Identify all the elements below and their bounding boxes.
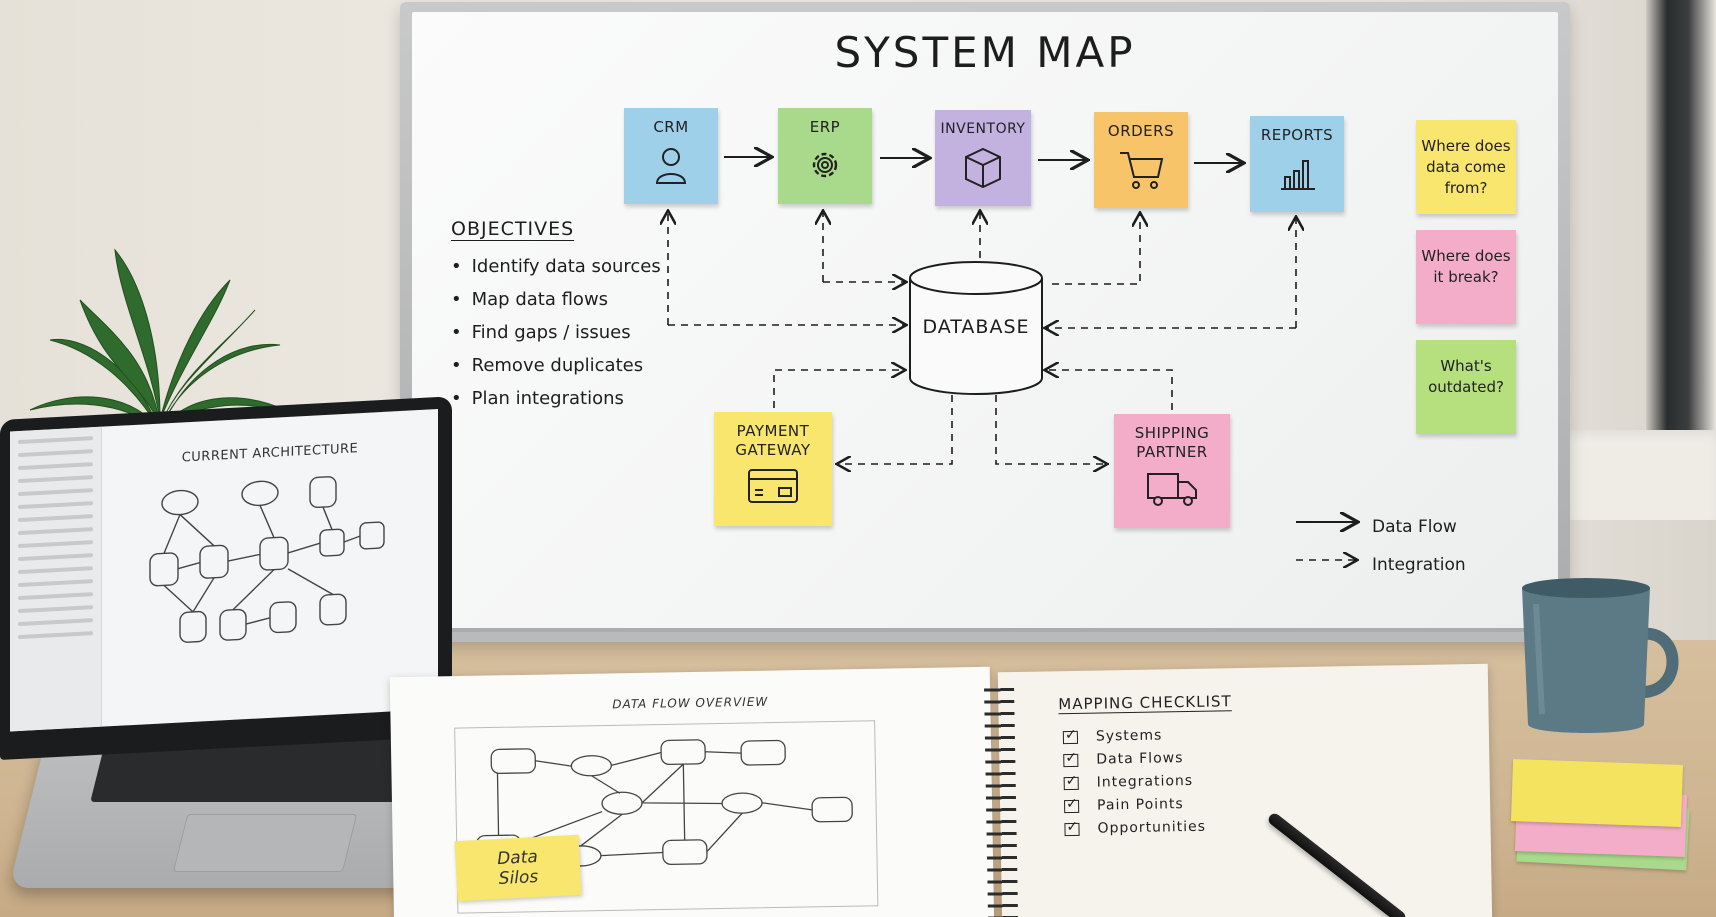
- paper-title: DATA FLOW OVERVIEW: [612, 694, 769, 712]
- note-crm: CRM: [624, 108, 718, 204]
- objective-item: Map data flows: [451, 289, 681, 310]
- laptop-screen: CURRENT ARCHITECTURE: [0, 396, 452, 760]
- database-cylinder: [909, 261, 1043, 395]
- note-erp: ERP: [778, 108, 872, 204]
- checklist-item: Pain Points: [1064, 796, 1206, 814]
- window-frame: [1646, 0, 1716, 430]
- credit-card-icon: [748, 469, 798, 503]
- truck-icon: [1147, 473, 1197, 506]
- note-crm-label: CRM: [653, 118, 689, 136]
- gear-icon: [812, 152, 838, 178]
- legend: Data Flow Integration: [1292, 508, 1472, 584]
- checkbox-icon: [1064, 799, 1080, 813]
- note-reports: REPORTS: [1250, 116, 1344, 212]
- bar-chart-icon: [1281, 160, 1315, 190]
- question-note-outdated: What's outdated?: [1416, 340, 1516, 434]
- note-inventory-label: INVENTORY: [940, 121, 1026, 137]
- objective-item: Remove duplicates: [451, 355, 681, 376]
- checkbox-icon: [1063, 753, 1079, 767]
- data-flow-sketch: [454, 720, 879, 914]
- question-note-data-source: Where does data come from?: [1416, 120, 1516, 214]
- checkbox-icon: [1064, 822, 1080, 836]
- whiteboard-title: SYSTEM MAP: [834, 28, 1136, 77]
- checklist: Systems Data Flows Integrations Pain Poi…: [1062, 727, 1207, 844]
- box-icon: [965, 147, 1001, 189]
- data-silos-sticky: Data Silos: [454, 834, 582, 902]
- note-inventory: INVENTORY: [935, 110, 1031, 206]
- checklist-item: Data Flows: [1063, 750, 1205, 768]
- note-payment-label: PAYMENT GATEWAY: [735, 422, 811, 459]
- checkbox-icon: [1063, 776, 1079, 790]
- note-reports-label: REPORTS: [1260, 126, 1334, 144]
- objectives-title: OBJECTIVES: [451, 218, 575, 240]
- note-payment-gateway: PAYMENT GATEWAY: [714, 412, 832, 526]
- database-label: DATABASE: [922, 316, 1030, 338]
- window-sill: [1566, 430, 1716, 520]
- checklist-item-label: Integrations: [1096, 772, 1194, 791]
- coffee-mug: [1522, 578, 1679, 733]
- laptop-sidebar: [10, 426, 102, 732]
- note-orders: ORDERS: [1094, 112, 1188, 208]
- objectives-list: OBJECTIVES Identify data sources Map dat…: [451, 218, 681, 421]
- integration-shipping: [1046, 370, 1173, 410]
- sticky-note-stack: [1510, 756, 1690, 876]
- laptop-trackpad: [172, 814, 358, 872]
- cart-icon: [1120, 152, 1164, 189]
- notebook-spiral: [983, 682, 1019, 917]
- legend-data-flow-label: Data Flow: [1372, 517, 1457, 537]
- integration-orders: [1052, 214, 1140, 285]
- note-shipping-partner: SHIPPING PARTNER: [1114, 414, 1230, 528]
- checklist-item: Integrations: [1063, 772, 1206, 791]
- checklist-item-label: Data Flows: [1096, 750, 1184, 768]
- notebook-title: MAPPING CHECKLIST: [1058, 692, 1232, 714]
- legend-integration: Integration: [1292, 546, 1472, 584]
- note-shipping-label: SHIPPING PARTNER: [1134, 424, 1210, 461]
- note-erp-label: ERP: [809, 118, 841, 136]
- checkbox-icon: [1062, 730, 1079, 744]
- note-orders-label: ORDERS: [1107, 122, 1175, 140]
- objective-item: Identify data sources: [451, 256, 681, 277]
- legend-data-flow: Data Flow: [1292, 508, 1472, 546]
- objective-item: Plan integrations: [451, 388, 681, 409]
- legend-integration-label: Integration: [1372, 555, 1466, 575]
- laptop-display: CURRENT ARCHITECTURE: [10, 409, 438, 732]
- user-icon: [655, 148, 687, 184]
- data-flow-paper: DATA FLOW OVERVIEW: [389, 666, 995, 917]
- checklist-item-label: Opportunities: [1097, 818, 1207, 837]
- objective-item: Find gaps / issues: [451, 322, 681, 343]
- architecture-diagram: [149, 476, 385, 643]
- mapping-notebook: MAPPING CHECKLIST Systems Data Flows Int…: [983, 663, 1493, 917]
- whiteboard-tray: [410, 632, 1560, 642]
- checklist-item: Opportunities: [1064, 819, 1206, 837]
- checklist-item-label: Pain Points: [1096, 796, 1184, 814]
- checklist-item-label: Systems: [1095, 727, 1163, 745]
- checklist-item: Systems: [1062, 727, 1205, 745]
- question-note-breakage: Where does it break?: [1416, 230, 1516, 324]
- integration-payment: [773, 370, 904, 408]
